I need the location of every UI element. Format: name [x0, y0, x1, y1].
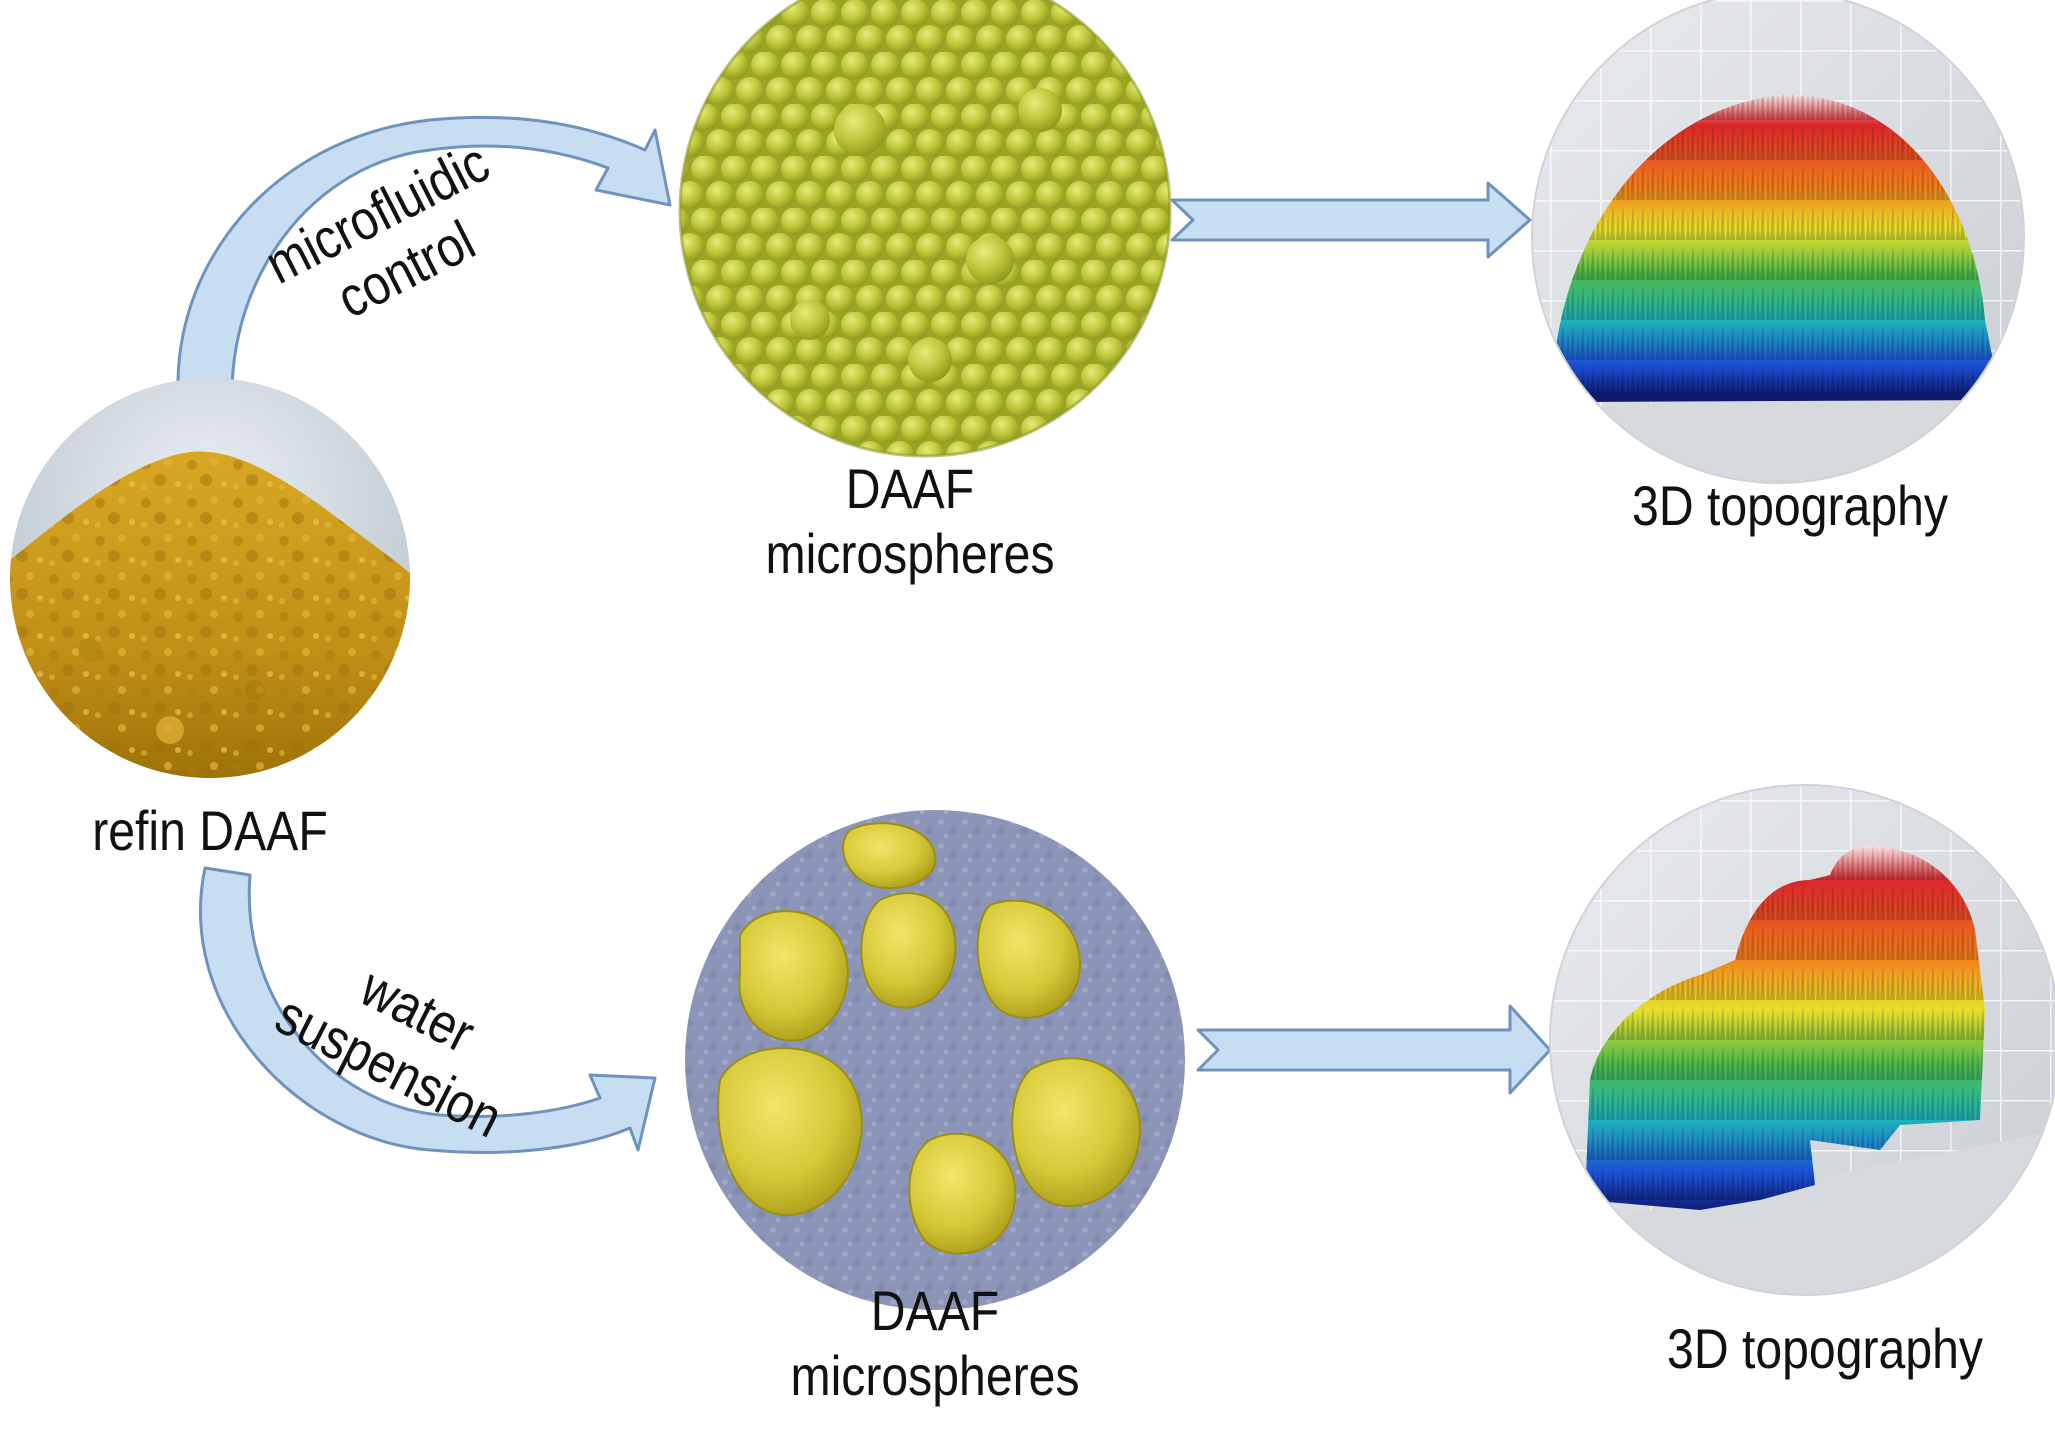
topography-bottom-image — [1550, 785, 2055, 1295]
lower-curved-arrow — [199, 866, 657, 1154]
daaf-microspheres-bottom-label-line2: microspheres — [790, 1344, 1080, 1407]
upper-curved-arrow — [176, 115, 672, 442]
3d-topography-top-label: 3D topography — [1632, 474, 1948, 537]
daaf-microspheres-top-image — [680, 0, 1170, 456]
daaf-microspheres-bottom-image — [685, 810, 1185, 1310]
refin-daaf-label: refin DAAF — [92, 799, 328, 862]
daaf-microspheres-bottom-label-line1: DAAF — [870, 1279, 1000, 1342]
top-right-arrow — [1170, 181, 1532, 259]
bottom-right-arrow — [1196, 1004, 1552, 1095]
daaf-microspheres-top-label-line1: DAAF — [845, 457, 975, 520]
raw-daaf-powder-image — [10, 378, 410, 778]
daaf-microspheres-top-label-line2: microspheres — [765, 522, 1055, 585]
3d-topography-bottom-label: 3D topography — [1667, 1317, 1983, 1380]
topography-top-image — [1532, 0, 2024, 483]
